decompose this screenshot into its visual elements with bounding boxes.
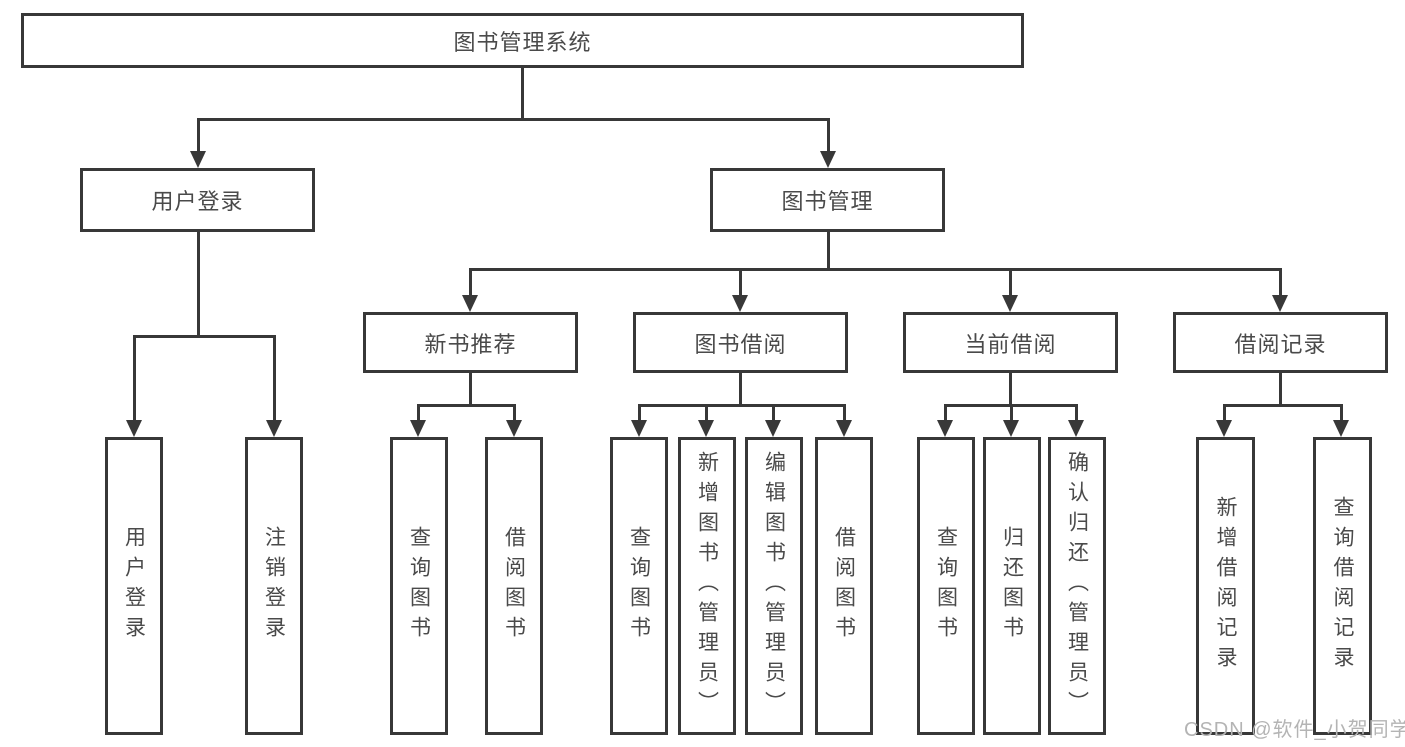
connector-stem [944,404,947,421]
node-user-login: 用户登录 [80,168,315,232]
arrow-down-icon [732,295,748,312]
leaf-add-borrow-record: 新增借阅记录 [1196,437,1255,735]
node-book-management: 图书管理 [710,168,945,232]
leaf-edit-books-admin: 编辑图书（管理员） [745,437,803,735]
connector-stem [513,404,516,421]
connector-stem [739,268,742,296]
connector-stem [1340,404,1343,421]
arrow-down-icon [126,420,142,437]
leaf-user-login: 用户登录 [105,437,163,735]
arrow-down-icon [462,295,478,312]
node-book-borrowing: 图书借阅 [633,312,848,373]
arrow-down-icon [1003,420,1019,437]
leaf-return-books: 归还图书 [983,437,1041,735]
connector-stem [843,404,846,421]
connector-stem [1279,373,1282,404]
connector-stem [739,373,742,404]
connector-user-login-bar [133,335,276,338]
leaf-query-books-current: 查询图书 [917,437,975,735]
connector-bar [1223,404,1343,407]
connector-user-login-stem [197,232,200,335]
connector-stem [1279,268,1282,296]
connector-stem [772,404,775,421]
arrow-down-icon [190,151,206,168]
connector-stem [417,404,420,421]
connector-stem [469,268,472,296]
csdn-watermark: CSDN @软件_小贺同学 [1184,719,1405,741]
arrow-down-icon [631,420,647,437]
connector-stem [133,335,136,420]
node-new-book-recommendation: 新书推荐 [363,312,578,373]
connector-bar [638,404,846,407]
leaf-borrow-books: 借阅图书 [815,437,873,735]
connector-stem [638,404,641,421]
leaf-borrow-books-recommend: 借阅图书 [485,437,543,735]
connector-book-management-bar [469,268,1282,271]
leaf-query-books-recommend: 查询图书 [390,437,448,735]
leaf-add-books-admin: 新增图书（管理员） [678,437,736,735]
connector-stem [1009,268,1012,296]
connector-stem [469,373,472,404]
arrow-down-icon [1068,420,1084,437]
node-library-management-system: 图书管理系统 [21,13,1024,68]
connector-stem [1009,373,1012,404]
arrow-down-icon [765,420,781,437]
arrow-down-icon [410,420,426,437]
leaf-logout: 注销登录 [245,437,303,735]
arrow-down-icon [506,420,522,437]
connector-stem [1010,404,1013,421]
arrow-down-icon [1216,420,1232,437]
node-borrowing-records: 借阅记录 [1173,312,1388,373]
connector-stem [1223,404,1226,421]
connector-stem [1075,404,1078,421]
arrow-down-icon [266,420,282,437]
arrow-down-icon [820,151,836,168]
arrow-down-icon [1333,420,1349,437]
arrow-down-icon [836,420,852,437]
arrow-down-icon [1272,295,1288,312]
leaf-confirm-return-admin: 确认归还（管理员） [1048,437,1106,735]
connector-bar [417,404,516,407]
arrow-down-icon [937,420,953,437]
node-current-borrowing: 当前借阅 [903,312,1118,373]
connector-stem [705,404,708,421]
leaf-query-borrow-record: 查询借阅记录 [1313,437,1372,735]
leaf-query-books-borrowing: 查询图书 [610,437,668,735]
connector-stem-book-management [827,118,830,153]
connector-root-stem [521,68,524,118]
connector-root-bar [197,118,830,121]
connector-stem-user-login [197,118,200,153]
arrow-down-icon [698,420,714,437]
connector-book-management-stem [827,232,830,268]
arrow-down-icon [1002,295,1018,312]
connector-stem [273,335,276,420]
